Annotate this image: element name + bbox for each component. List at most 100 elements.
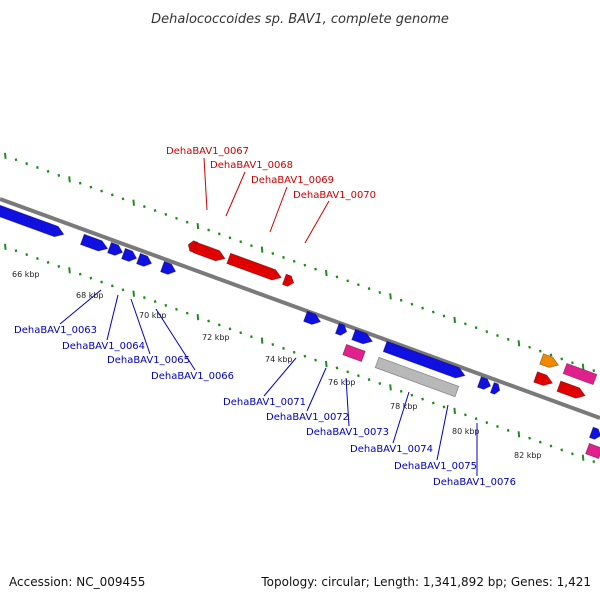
lower-tick-dot: [100, 280, 103, 284]
upper-tick-dot: [292, 259, 296, 263]
lower-tick-dot: [410, 393, 414, 397]
upper-tick-dot: [36, 166, 39, 169]
upper-tick-dot: [485, 330, 489, 334]
label-connector: [392, 391, 410, 444]
upper-tick-dot: [164, 212, 168, 216]
gene-0063: [0, 203, 65, 238]
gene-0071: [303, 310, 322, 325]
gene-label-0065[interactable]: DehaBAV1_0065: [107, 355, 190, 366]
lower-tick-dot: [207, 319, 210, 323]
gene-label-0073[interactable]: DehaBAV1_0073: [306, 427, 389, 438]
gene-0070-shape: [281, 273, 295, 287]
gene-label-0074[interactable]: DehaBAV1_0074: [350, 444, 433, 455]
lower-tick-dot: [282, 346, 285, 350]
upper-tick-dot: [581, 363, 585, 370]
gene-0066a: [136, 252, 153, 267]
label-connector: [155, 308, 196, 371]
upper-tick-dot: [4, 152, 7, 159]
label-connector: [263, 357, 297, 397]
lower-tick-dot: [303, 354, 307, 358]
upper-tick-dot: [314, 267, 317, 271]
gene-0068: [192, 241, 226, 262]
gene-label-0071[interactable]: DehaBAV1_0071: [223, 397, 306, 408]
gene-blue-edge: [588, 426, 600, 440]
tick-labels: 66 kbp 68 kbp 70 kbp 72 kbp 74 kbp 76 kb…: [12, 270, 542, 460]
lower-tick-dot: [399, 389, 403, 393]
label-connector: [225, 171, 246, 217]
label-connector: [436, 404, 449, 461]
upper-tick-dot: [442, 314, 446, 318]
upper-tick-dot: [517, 340, 521, 347]
lower-tick-dot: [517, 431, 521, 438]
lower-tick-dot: [528, 436, 531, 440]
upper-tick-dot: [399, 298, 403, 302]
gene-label-0075[interactable]: DehaBAV1_0075: [394, 461, 477, 472]
gene-label-0063[interactable]: DehaBAV1_0063: [14, 325, 97, 336]
gene-label-0072[interactable]: DehaBAV1_0072: [266, 412, 349, 423]
label-connector: [269, 186, 288, 233]
upper-tick-dot: [346, 279, 350, 283]
upper-tick-dot: [110, 193, 114, 197]
upper-tick-dot: [121, 197, 125, 201]
lower-tick-dot: [431, 401, 435, 405]
genome-backbone: [0, 197, 600, 420]
gene-red-right-b-shape: [556, 380, 586, 399]
upper-tick-dot: [89, 185, 93, 189]
gene-0071-shape: [303, 310, 322, 325]
gene-0072a: [334, 322, 348, 336]
gene-label-connectors: [59, 157, 478, 476]
label-connector: [306, 367, 327, 412]
upper-tick-dot: [196, 223, 200, 230]
gene-label-0064[interactable]: DehaBAV1_0064: [62, 341, 145, 352]
gene-0072b: [351, 328, 374, 345]
label-connector: [106, 294, 119, 341]
upper-tick-dot: [175, 216, 178, 220]
gene-red-right-a: [533, 371, 554, 386]
lower-tick-dot: [164, 303, 168, 307]
lower-tick-dot: [196, 314, 200, 321]
lower-tick-dot: [228, 327, 232, 331]
label-connector: [59, 289, 102, 325]
upper-tick-dot: [571, 361, 574, 365]
lower-tick-dot: [538, 440, 542, 444]
upper-tick-dot: [100, 189, 103, 193]
lower-tick-dot: [485, 421, 489, 425]
upper-tick-dot: [271, 252, 275, 255]
lower-tick-dot: [78, 272, 82, 276]
lower-tick-dot: [592, 460, 596, 464]
map-title: Dehalococcoides sp. BAV1, complete genom…: [151, 12, 449, 27]
label-connector: [345, 377, 350, 427]
lower-tick-dot: [571, 452, 574, 456]
gene-0069: [226, 252, 282, 281]
upper-tick-dot: [325, 269, 328, 277]
upper-tick-dot: [217, 232, 221, 236]
gene-label-0066[interactable]: DehaBAV1_0066: [151, 371, 234, 382]
lower-tick-dot: [217, 323, 221, 327]
lower-tick-dot: [389, 384, 392, 391]
gene-label-0076[interactable]: DehaBAV1_0076: [433, 477, 516, 488]
gene-0074-shape: [382, 340, 466, 379]
lower-tick-dot: [250, 335, 253, 339]
gene-0075-shape: [374, 356, 460, 398]
accession-text: Accession: NC_009455: [9, 575, 145, 589]
lower-tick-dot: [549, 444, 553, 448]
lower-tick-dot: [153, 300, 157, 303]
lower-tick-dot: [506, 428, 510, 432]
gene-0065a-shape: [107, 241, 124, 256]
gene-label-0068[interactable]: DehaBAV1_0068: [210, 160, 293, 171]
gene-label-0069[interactable]: DehaBAV1_0069: [251, 175, 334, 186]
lower-tick-dot: [421, 397, 424, 401]
upper-tick-dot: [592, 369, 596, 373]
gene-label-0070[interactable]: DehaBAV1_0070: [293, 190, 376, 201]
upper-tick-dot: [185, 220, 189, 224]
upper-tick-dot: [46, 169, 50, 173]
lower-tick-dot: [239, 331, 243, 335]
bottom-gene-labels: DehaBAV1_0063 DehaBAV1_0064 DehaBAV1_006…: [14, 325, 516, 488]
lower-tick-dot: [143, 296, 146, 300]
gene-label-0067[interactable]: DehaBAV1_0067: [166, 146, 249, 157]
lower-tick-dot: [14, 249, 18, 253]
label-connector: [304, 200, 330, 244]
tick-label-66: 66 kbp: [12, 270, 40, 279]
lower-tick-dot: [581, 454, 585, 461]
